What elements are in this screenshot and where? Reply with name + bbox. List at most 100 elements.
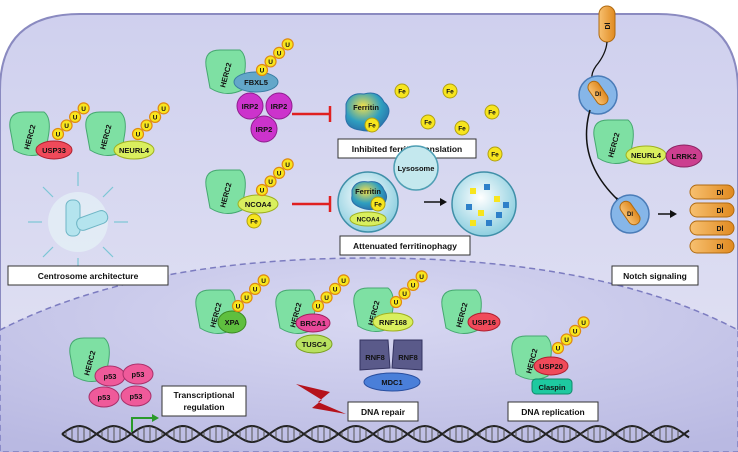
ubiquitin-icon	[131, 127, 145, 141]
p53-label: p53	[132, 370, 145, 379]
ubiquitin-icon	[140, 119, 153, 132]
rnf8-shape	[359, 339, 391, 371]
irp2-label: IRP2	[242, 102, 259, 111]
lrrk2-label: LRRK2	[671, 152, 696, 161]
irp2-label: IRP2	[256, 125, 273, 134]
ubiquitin-icon	[157, 102, 170, 115]
process-arrow	[658, 210, 677, 218]
ubiquitin-label: U	[261, 278, 266, 285]
rnf8-shape	[391, 339, 423, 371]
caption-box-ferritinophagy	[339, 235, 471, 256]
herc2-shape	[85, 111, 126, 156]
herc2-ncoa4-complex: HERC2 NCOA4 Fe	[205, 169, 279, 229]
ubiquitin-label: U	[402, 291, 407, 298]
dl-label: Dl	[717, 190, 724, 197]
fe-label: Fe	[368, 123, 376, 130]
fe-label: Fe	[374, 202, 382, 209]
ubiquitin-icon	[51, 127, 65, 141]
ubiquitin-label: U	[244, 295, 249, 302]
irp2-label: IRP2	[271, 102, 288, 111]
caption-box-dna-repair	[347, 401, 419, 422]
fe-label: Fe	[424, 120, 432, 127]
herc2-rnf168-complex: HERC2 RNF168 RNF8 RNF8 MDC1	[353, 287, 423, 392]
caption-dna-repair: DNA repair	[361, 407, 406, 417]
mdc1-label: MDC1	[381, 378, 402, 387]
dna-double-helix	[61, 424, 690, 444]
herc2-neurl4-lrrk2-complex: HERC2 NEURL4 LRRK2	[593, 119, 703, 168]
caption-transcription-line1: Transcriptional	[174, 390, 235, 400]
herc2-shape	[593, 119, 634, 164]
p53-label: p53	[130, 392, 143, 401]
ubiquitin-icon	[273, 46, 286, 60]
claspin-shape	[531, 378, 573, 395]
ubiquitin-icon	[407, 278, 420, 291]
ubiquitin-icon	[264, 175, 277, 188]
ferritin-complex: Ferritin Fe	[345, 92, 390, 133]
ncoa4-label: NCOA4	[245, 200, 272, 209]
lysosome: Lysosome	[393, 145, 439, 191]
ubiquitin-icon	[568, 324, 582, 337]
ubiquitin-icon	[257, 274, 270, 287]
inhibition-arrow-ferritin-translation	[292, 106, 332, 122]
caption-ferritinophagy: Attenuated ferritinophagy	[353, 241, 457, 251]
ubiquitin-label: U	[285, 42, 290, 49]
ubiquitin-label: U	[277, 50, 282, 57]
dl-label: Dl	[717, 244, 724, 251]
ubiquitin-label: U	[81, 106, 86, 113]
autophagosome: Ferritin Fe NCOA4	[337, 171, 399, 233]
ncoa4-shape	[237, 194, 279, 214]
neurl4-label: NEURL4	[631, 151, 662, 160]
xpa-label: XPA	[225, 318, 240, 327]
usp33-label: USP33	[42, 146, 66, 155]
centrosome	[28, 172, 128, 272]
ubiquitin-icon	[264, 55, 277, 68]
ubiquitin-label: U	[573, 328, 578, 335]
delta-ligands-surface: Dl Dl Dl Dl	[689, 184, 735, 254]
usp16-shape	[467, 312, 501, 332]
dl-label: Dl	[717, 226, 724, 233]
ubiquitin-icon	[398, 287, 411, 300]
usp20-shape	[533, 356, 569, 376]
ubiquitin-label: U	[260, 68, 265, 75]
ubiquitin-icon	[240, 291, 253, 304]
dl-label: Dl	[717, 208, 724, 215]
herc2-brca1-complex: HERC2 BRCA1 TUSC4	[275, 289, 333, 354]
usp16-label: USP16	[472, 318, 496, 327]
herc2-usp16-complex: HERC2 USP16	[441, 289, 501, 334]
ubiquitin-icon	[551, 341, 565, 355]
lrrk2-shape	[665, 144, 703, 168]
ubiquitin-icon	[337, 274, 350, 287]
ubiquitin-label: U	[268, 59, 273, 66]
ubiquitin-label: U	[556, 346, 561, 353]
irp2-shape	[250, 115, 278, 143]
ubiquitin-icon	[255, 63, 269, 77]
ferritin-label: Ferritin	[353, 103, 379, 112]
rnf168-shape	[372, 312, 414, 332]
caption-centrosome: Centrosome architecture	[38, 271, 139, 281]
ubiquitin-label: U	[260, 188, 265, 195]
ubiquitin-label: U	[136, 132, 141, 139]
ubiquitin-label: U	[419, 274, 424, 281]
ubiquitin-label: U	[236, 304, 241, 311]
mdc1-shape	[363, 372, 421, 392]
dl-label: Dl	[595, 92, 601, 98]
ubiquitin-icon	[77, 102, 90, 115]
ubiquitin-label: U	[581, 320, 586, 327]
rnf168-label: RNF168	[379, 318, 407, 327]
endosome-bottom: Dl	[610, 194, 650, 234]
transcription-start-arrow	[131, 414, 159, 432]
fe-label: Fe	[458, 126, 466, 133]
fe-label: Fe	[446, 89, 454, 96]
endosome-top: Dl	[578, 75, 618, 115]
ubiquitin-label: U	[56, 132, 61, 139]
ubiquitin-label: U	[411, 282, 416, 289]
herc2-usp33-complex: HERC2 USP33	[9, 111, 73, 160]
ubiquitin-label: U	[64, 123, 69, 130]
ubiquitin-label: U	[316, 304, 321, 311]
neurl4-shape	[113, 140, 155, 160]
ubiquitin-label: U	[341, 278, 346, 285]
ubiquitin-label: U	[73, 114, 78, 121]
inhibition-arrow-ferritinophagy	[292, 196, 332, 212]
